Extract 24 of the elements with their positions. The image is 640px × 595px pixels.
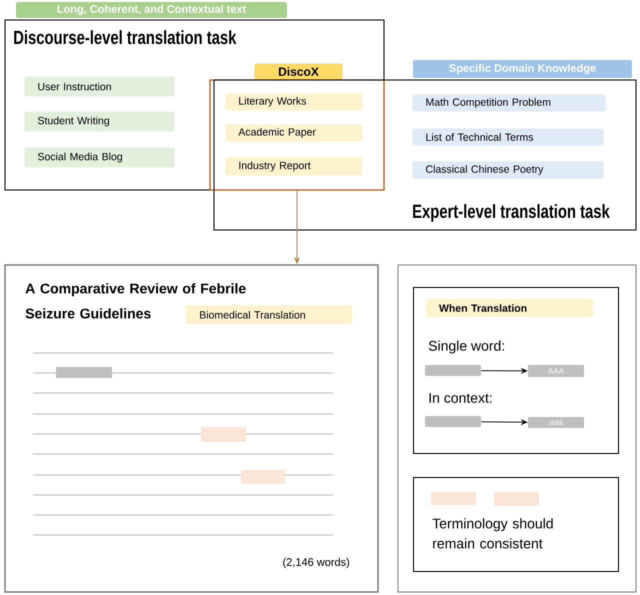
category-tag: Math Competition Problem bbox=[412, 94, 606, 112]
note-box: Terminology should remain consistent bbox=[413, 477, 619, 572]
word-bar: AAA bbox=[528, 365, 584, 377]
category-tag: Literary Works bbox=[225, 93, 362, 110]
container-box bbox=[398, 264, 636, 592]
category-tag: Biomedical Translation bbox=[186, 305, 352, 324]
category-tag: When Translation bbox=[426, 299, 593, 317]
word-bar: aaa bbox=[528, 417, 584, 428]
category-tag: Classical Chinese Poetry bbox=[412, 162, 604, 178]
category-tag: List of Technical Terms bbox=[412, 128, 604, 146]
category-tag: Academic Paper bbox=[225, 124, 362, 142]
word-count: (2,146 words) bbox=[283, 558, 350, 568]
category-tag: Student Writing bbox=[24, 112, 174, 132]
word-bar bbox=[425, 416, 481, 427]
example-label: Single word: bbox=[428, 340, 504, 354]
container-box bbox=[413, 287, 619, 454]
category-banner: Specific Domain Knowledge bbox=[413, 60, 632, 78]
category-tag: Social Media Blog bbox=[24, 148, 174, 168]
benchmark-tag: DiscoX bbox=[254, 64, 342, 80]
category-tag: Industry Report bbox=[225, 157, 362, 176]
word-bar bbox=[425, 365, 481, 376]
category-tag: User Instruction bbox=[24, 76, 174, 96]
example-label: In context: bbox=[430, 393, 492, 403]
category-banner: Long, Coherent, and Contextual text bbox=[16, 2, 287, 18]
